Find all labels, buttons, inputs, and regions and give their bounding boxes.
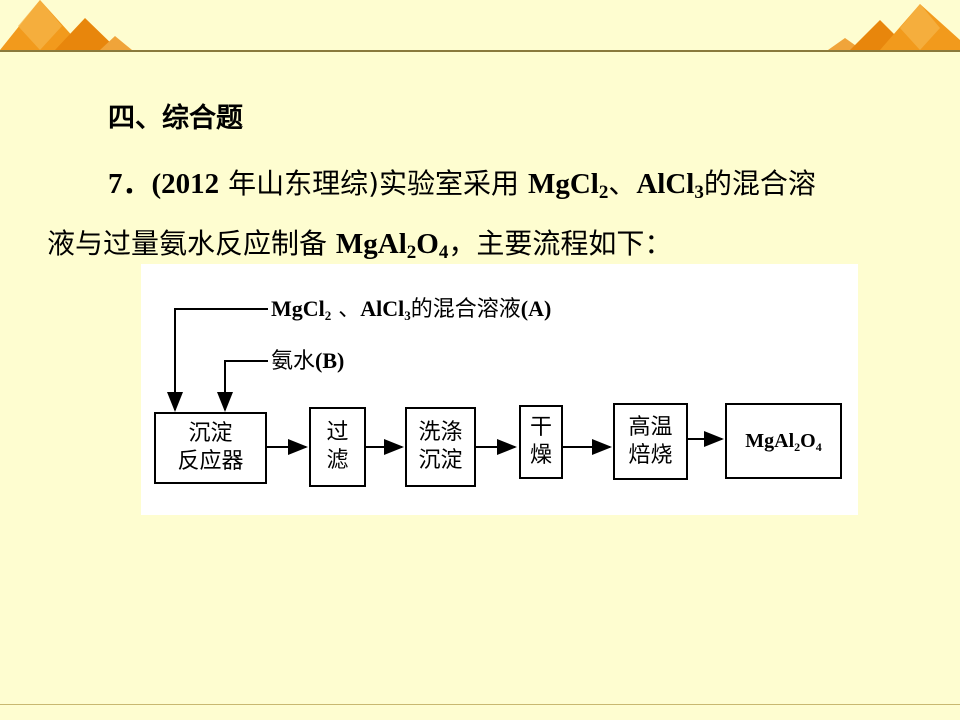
step-filtration: 过 滤: [309, 407, 366, 487]
left-triangles-icon: [0, 0, 132, 50]
step-precipitation-reactor: 沉淀 反应器: [154, 412, 267, 484]
bottom-rule: [0, 704, 960, 705]
product-box: MgAl2O4: [725, 403, 842, 479]
right-triangles-icon: [828, 4, 960, 50]
input-a-label: MgCl2 、AlCl3的混合溶液(A): [271, 296, 552, 323]
input-a-arrow: [167, 308, 268, 412]
question-line-2: 液与过量氨水反应制备 MgAl2O4，主要流程如下：: [47, 227, 673, 263]
step-high-temp-calcination: 高温 焙烧: [613, 403, 688, 480]
step-drying: 干 燥: [519, 405, 563, 479]
flow-diagram: MgCl2 、AlCl3的混合溶液(A) 氨水(B) 沉淀 反应器 过 滤 洗涤…: [141, 264, 858, 515]
header-decoration: [0, 0, 960, 52]
flow-connectors: [167, 308, 724, 455]
input-b-arrow: [217, 360, 268, 412]
question-line-1: 7．(2012 年山东理综)实验室采用 MgCl2、AlCl3的混合溶: [108, 167, 816, 203]
input-b-label: 氨水(B): [271, 348, 345, 374]
step-wash-precipitate: 洗涤 沉淀: [405, 407, 476, 487]
section-heading: 四、综合题: [108, 103, 243, 134]
